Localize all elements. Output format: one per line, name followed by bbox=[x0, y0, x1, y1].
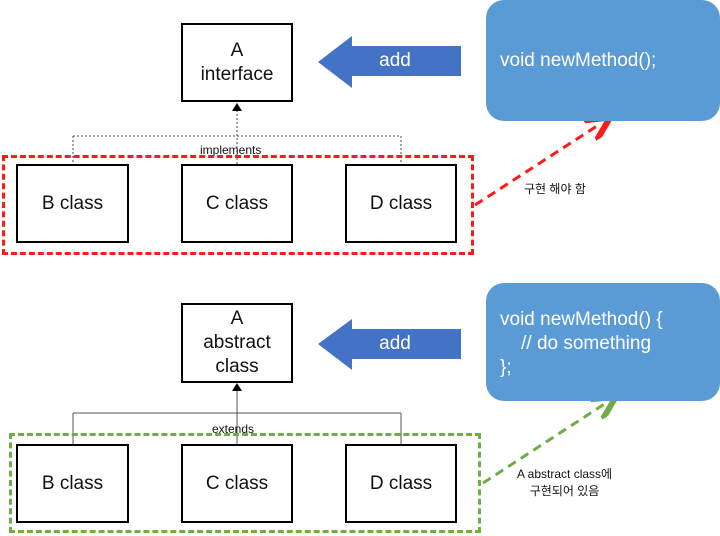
class-box-b-bottom: B class bbox=[16, 444, 129, 523]
class-box-b-top: B class bbox=[16, 164, 129, 243]
must-implement-note: 구현 해야 함 bbox=[524, 182, 586, 196]
add-arrow-bottom bbox=[318, 319, 461, 370]
code-block-top: void newMethod(); bbox=[486, 0, 720, 121]
implementing-classes-group bbox=[2, 155, 474, 255]
class-box-c-top: C class bbox=[181, 164, 293, 243]
implements-arrowhead bbox=[232, 103, 242, 111]
class-box-d-top: D class bbox=[345, 164, 457, 243]
green-diagonal-arrow bbox=[482, 403, 606, 485]
extending-classes-group bbox=[9, 433, 481, 533]
add-arrow-top bbox=[318, 36, 461, 88]
extends-label: extends bbox=[212, 422, 255, 436]
red-diagonal-arrow bbox=[474, 124, 600, 207]
add-label-bottom: add bbox=[379, 333, 411, 354]
already-implemented-note: A abstract class에 구현되어 있음 bbox=[517, 467, 613, 498]
add-label-top: add bbox=[379, 50, 411, 71]
extends-arrowhead bbox=[232, 383, 242, 391]
abstract-class-box: A abstract class bbox=[181, 303, 293, 383]
class-box-d-bottom: D class bbox=[345, 444, 457, 523]
class-box-c-bottom: C class bbox=[181, 444, 293, 523]
code-block-bottom: void newMethod() { // do something }; bbox=[486, 283, 720, 401]
interface-box: A interface bbox=[181, 23, 293, 102]
implements-label: implements bbox=[200, 143, 262, 157]
